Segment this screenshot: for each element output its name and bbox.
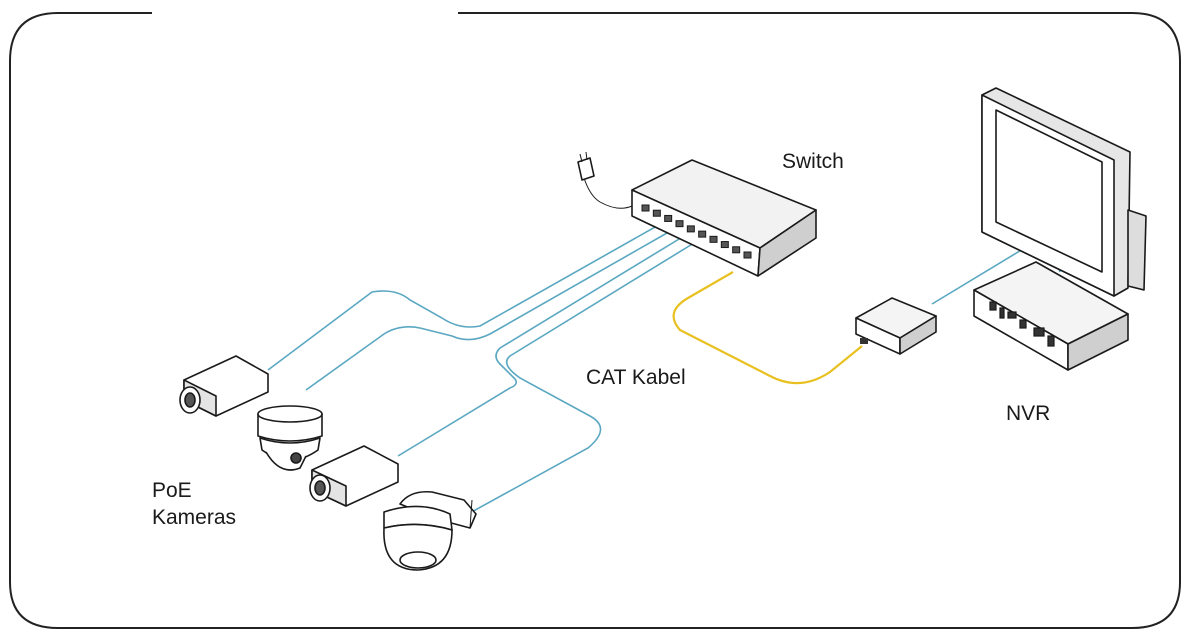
frame-border: [9, 12, 1181, 629]
injector-icon: [855, 297, 937, 355]
switch-port: [664, 214, 673, 222]
label-cat-cable: CAT Kabel: [586, 366, 686, 389]
switch-port: [732, 246, 741, 254]
switch-port: [686, 225, 695, 233]
switch-port: [720, 241, 729, 249]
box-camera-icon: [309, 445, 399, 507]
power-adapter-icon: [577, 151, 595, 181]
switch-icon: [631, 159, 817, 277]
poe-cable-1: [267, 221, 665, 371]
switch-port: [743, 251, 752, 259]
label-nvr: NVR: [1006, 402, 1050, 425]
switch-port: [709, 235, 718, 243]
box-camera-icon: [179, 355, 269, 417]
poe-cable-3: [397, 235, 685, 457]
label-poe-cameras-line1: PoE: [152, 479, 192, 502]
switch-port: [652, 209, 661, 217]
poe-cable-4: [467, 242, 695, 515]
label-poe-cameras-line2: Kameras: [152, 506, 236, 529]
power-cord: [583, 177, 633, 209]
label-switch: Switch: [782, 150, 844, 173]
ptz-camera-icon: [383, 490, 477, 571]
nvr-icon: [973, 261, 1129, 371]
switch-port: [641, 204, 650, 212]
cat-cable-path: [672, 271, 863, 385]
dome-camera-icon: [257, 405, 323, 471]
switch-port: [675, 220, 684, 228]
switch-port: [698, 230, 707, 238]
monitor-icon: [981, 87, 1147, 297]
cat-cable: [672, 271, 863, 385]
poe-cable-2: [305, 228, 675, 391]
